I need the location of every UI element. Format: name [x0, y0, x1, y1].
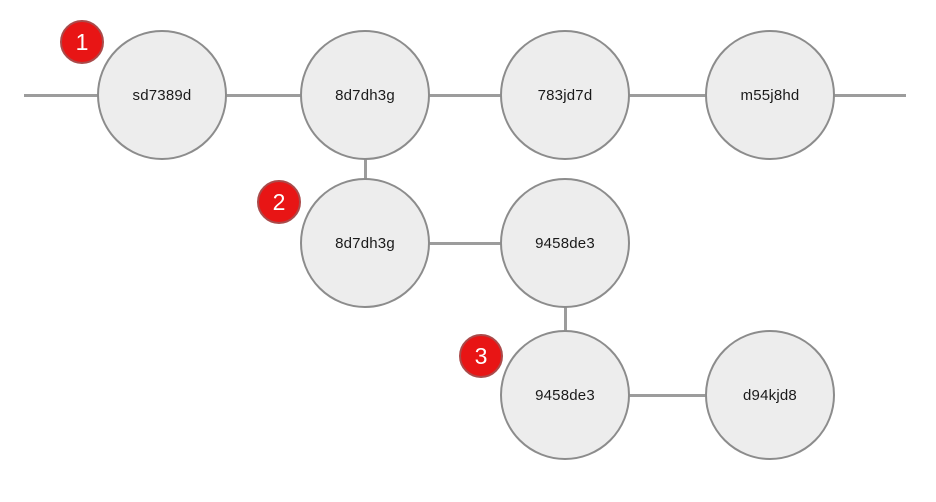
commit-node[interactable]: sd7389d	[97, 30, 227, 160]
commit-node[interactable]: 9458de3	[500, 178, 630, 308]
commit-node-label: 8d7dh3g	[335, 234, 395, 252]
commit-node-label: d94kjd8	[743, 386, 797, 404]
commit-node[interactable]: m55j8hd	[705, 30, 835, 160]
connector-line	[622, 93, 712, 97]
commit-node[interactable]: 783jd7d	[500, 30, 630, 160]
commit-node[interactable]: 8d7dh3g	[300, 178, 430, 308]
connector-line	[24, 93, 103, 97]
connector-line	[425, 93, 508, 97]
step-marker-badge: 1	[60, 20, 104, 64]
step-marker-badge: 3	[459, 334, 503, 378]
commit-node[interactable]: 9458de3	[500, 330, 630, 460]
connector-line	[425, 241, 508, 245]
commit-node[interactable]: d94kjd8	[705, 330, 835, 460]
connector-line	[622, 393, 712, 397]
commit-node-label: m55j8hd	[740, 86, 800, 104]
connector-line	[363, 152, 367, 186]
commit-node-label: 783jd7d	[537, 86, 593, 104]
commit-node-label: 8d7dh3g	[335, 86, 395, 104]
step-marker-badge: 2	[257, 180, 301, 224]
commit-node-label: 9458de3	[535, 234, 595, 252]
connector-line	[222, 93, 308, 97]
commit-node[interactable]: 8d7dh3g	[300, 30, 430, 160]
connector-line	[563, 300, 567, 338]
commit-node-label: 9458de3	[535, 386, 595, 404]
commit-node-label: sd7389d	[132, 86, 192, 104]
connector-line	[832, 93, 906, 97]
